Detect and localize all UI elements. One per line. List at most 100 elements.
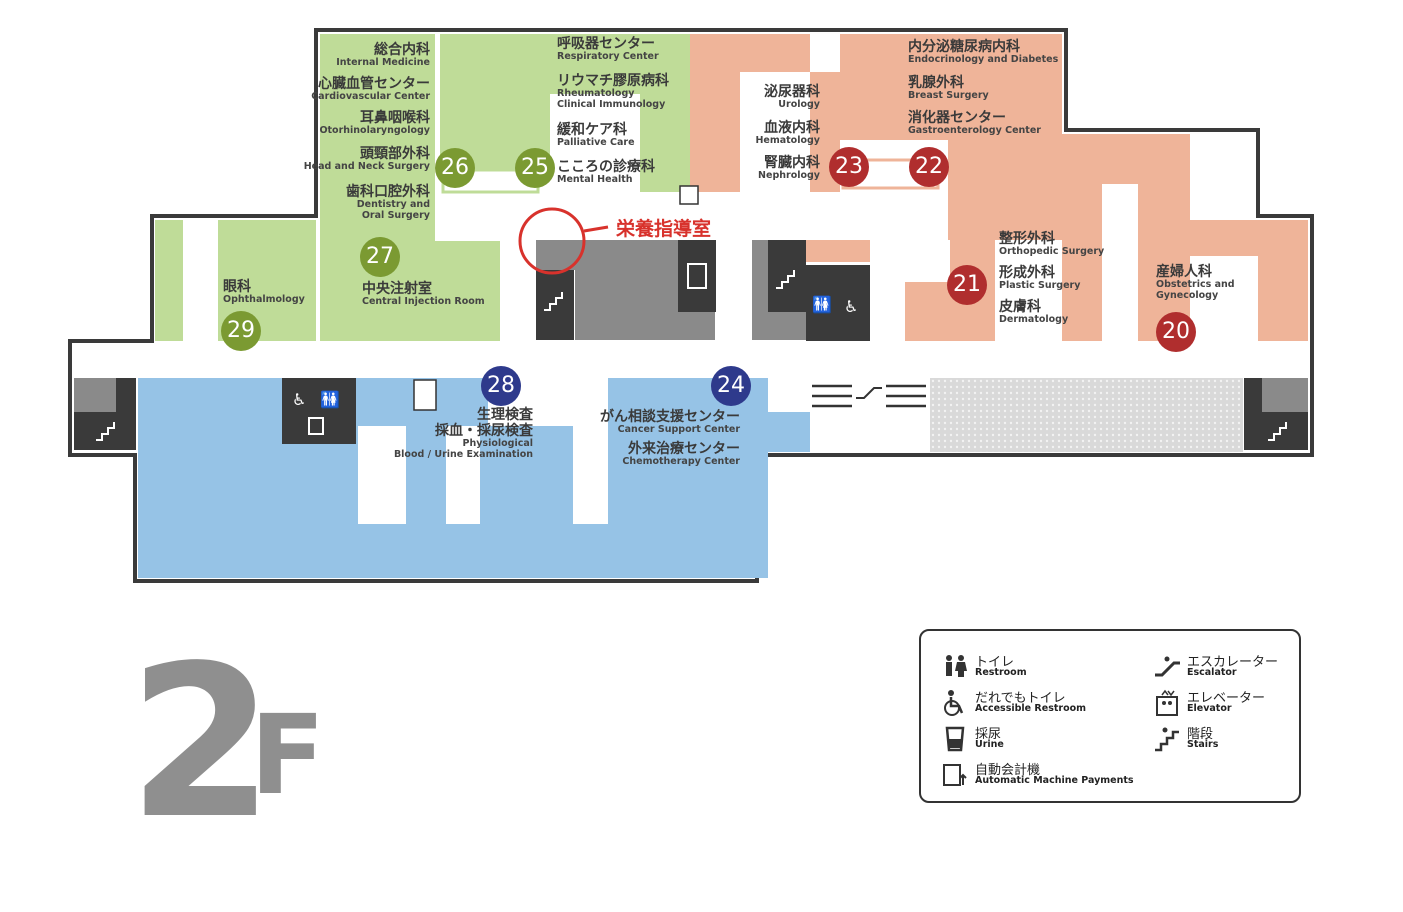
- salmon-zone: [690, 34, 1308, 341]
- dept-name-jp: 生理検査: [477, 407, 533, 423]
- dept-central-injection[interactable]: 中央注射室 Central Injection Room: [362, 281, 485, 308]
- legend: トイレ Restroom だれでもトイレ Accessible Restroom…: [919, 629, 1301, 803]
- dept-cancer-support[interactable]: がん相談支援センター Cancer Support Center: [600, 409, 740, 436]
- dept-orthopedic[interactable]: 整形外科 Orthopedic Surgery: [999, 231, 1104, 258]
- dept-name-jp: 歯科口腔外科: [346, 184, 430, 200]
- dept-otorhinolaryngology[interactable]: 耳鼻咽喉科 Otorhinolaryngology: [319, 110, 430, 137]
- stairs-icon: [1268, 422, 1287, 441]
- dept-name-jp: 耳鼻咽喉科: [360, 110, 430, 126]
- dept-dermatology[interactable]: 皮膚科 Dermatology: [999, 299, 1068, 326]
- dept-dentistry[interactable]: 歯科口腔外科 Dentistry and Oral Surgery: [346, 184, 430, 222]
- legend-label-jp: 採尿: [975, 727, 1002, 742]
- dept-internal-medicine[interactable]: 総合内科 Internal Medicine: [336, 42, 430, 69]
- dept-palliative[interactable]: 緩和ケア科 Palliative Care: [557, 122, 635, 149]
- badge-23[interactable]: 23: [829, 147, 869, 187]
- dept-obstetrics[interactable]: 産婦人科 Obstetrics and Gynecology: [1156, 264, 1235, 302]
- badge-20[interactable]: 20: [1156, 312, 1196, 352]
- elevator-block: [678, 240, 716, 312]
- dept-name-en: Obstetrics and: [1156, 279, 1235, 291]
- restroom-block: [806, 265, 870, 341]
- urine-cup-icon: [945, 726, 965, 752]
- dept-name-jp: リウマチ膠原病科: [557, 73, 669, 89]
- dept-hematology[interactable]: 血液内科 Hematology: [755, 120, 820, 147]
- dept-name-jp: 眼科: [223, 279, 251, 295]
- wheelchair-icon: [944, 690, 964, 716]
- dept-ophthalmology[interactable]: 眼科 Ophthalmology: [223, 279, 305, 306]
- elevator-icon: [687, 263, 707, 289]
- stairs-icon: [96, 422, 115, 441]
- badge-27[interactable]: 27: [360, 237, 400, 277]
- dept-mental-health[interactable]: こころの診療科 Mental Health: [557, 159, 655, 186]
- badge-25[interactable]: 25: [515, 148, 555, 188]
- dept-name-en: Respiratory Center: [557, 51, 659, 63]
- legend-label-jp: エスカレーター: [1187, 655, 1279, 670]
- payment-machine-icon: [943, 764, 967, 786]
- dept-name-en: Breast Surgery: [908, 90, 989, 102]
- floor-digit: 2: [128, 620, 274, 865]
- dept-name-jp: 頭頸部外科: [360, 146, 430, 162]
- dept-name-en: Dentistry and: [356, 199, 430, 211]
- dept-nephrology[interactable]: 腎臓内科 Nephrology: [758, 155, 820, 182]
- dept-head-neck[interactable]: 頭頸部外科 Head and Neck Surgery: [304, 146, 430, 173]
- dept-cardiovascular[interactable]: 心臓血管センター Cardiovascular Center: [311, 76, 430, 103]
- dept-gastroenterology[interactable]: 消化器センター Gastroenterology Center: [908, 110, 1041, 137]
- highlight-pointer: [583, 225, 609, 233]
- dept-name-jp: 泌尿器科: [764, 84, 820, 100]
- legend-label-jp: トイレ: [975, 655, 1015, 670]
- dept-name-en: Nephrology: [758, 170, 820, 182]
- dept-endocrinology[interactable]: 内分泌糖尿病内科 Endocrinology and Diabetes: [908, 39, 1058, 66]
- dept-name-jp: 産婦人科: [1156, 264, 1212, 280]
- dept-name-jp: 形成外科: [999, 265, 1055, 281]
- dept-name-jp: こころの診療科: [557, 159, 655, 175]
- dept-breast-surgery[interactable]: 乳腺外科 Breast Surgery: [908, 75, 989, 102]
- escalator-icon: [856, 387, 882, 399]
- dept-name-en: Plastic Surgery: [999, 280, 1081, 292]
- legend-label-en: Automatic Machine Payments: [975, 775, 1134, 786]
- restroom-icon: 🚻: [320, 390, 340, 409]
- dept-physiological[interactable]: 生理検査 採血・採尿検査 Physiological Blood / Urine…: [394, 407, 533, 461]
- badge-29[interactable]: 29: [221, 311, 261, 351]
- legend-restroom: トイレ Restroom: [941, 651, 1111, 683]
- dept-name-en: Clinical Immunology: [557, 99, 666, 111]
- legend-label-en: Restroom: [975, 667, 1027, 678]
- dept-name-en: Oral Surgery: [361, 210, 430, 222]
- wheelchair-icon: ♿: [844, 297, 858, 316]
- badge-22[interactable]: 22: [909, 147, 949, 187]
- dept-name-en: Physiological: [462, 438, 534, 450]
- dept-respiratory[interactable]: 呼吸器センター Respiratory Center: [557, 36, 659, 63]
- dept-name-en: Rheumatology: [557, 88, 635, 100]
- badge-21[interactable]: 21: [947, 265, 987, 305]
- highlight-circle: [518, 207, 586, 275]
- legend-escalator: エスカレーター Escalator: [1153, 651, 1293, 683]
- dept-name-jp: 消化器センター: [908, 110, 1006, 126]
- badge-28[interactable]: 28: [481, 366, 521, 406]
- dept-name-en: Otorhinolaryngology: [319, 125, 430, 137]
- legend-elevator: エレベーター Elevator: [1153, 687, 1293, 719]
- restroom-icon: 🚻: [812, 295, 832, 314]
- legend-label-jp: だれでもトイレ: [975, 691, 1066, 706]
- legend-label-en: Urine: [975, 739, 1004, 750]
- legend-label-jp: 自動会計機: [975, 763, 1041, 778]
- escalator-lines: [812, 384, 926, 408]
- stairs-icon: [544, 292, 563, 311]
- dept-rheumatology[interactable]: リウマチ膠原病科 Rheumatology Clinical Immunolog…: [557, 73, 669, 111]
- dept-name-jp: 外来治療センター: [628, 441, 740, 457]
- dept-name-jp: 整形外科: [999, 231, 1055, 247]
- dept-name-en: Ophthalmology: [223, 294, 305, 306]
- legend-label-en: Accessible Restroom: [975, 703, 1087, 714]
- dept-urology[interactable]: 泌尿器科 Urology: [764, 84, 820, 111]
- badge-24[interactable]: 24: [711, 366, 751, 406]
- dept-name-en: Hematology: [755, 135, 820, 147]
- dept-name-jp: 皮膚科: [999, 299, 1041, 315]
- dept-name-en: Cardiovascular Center: [311, 91, 430, 103]
- dept-chemotherapy[interactable]: 外来治療センター Chemotherapy Center: [622, 441, 740, 468]
- dept-plastic-surgery[interactable]: 形成外科 Plastic Surgery: [999, 265, 1080, 292]
- urine-cup-icon: [308, 417, 324, 435]
- stairs-icon: [776, 270, 795, 289]
- legend-label-jp: エレベーター: [1187, 691, 1266, 706]
- dept-name-jp: 血液内科: [764, 120, 820, 136]
- dept-name-jp: 呼吸器センター: [557, 36, 655, 52]
- dept-name-en: Endocrinology and Diabetes: [908, 54, 1059, 66]
- badge-26[interactable]: 26: [435, 148, 475, 188]
- legend-urine: 採尿 Urine: [941, 723, 1111, 755]
